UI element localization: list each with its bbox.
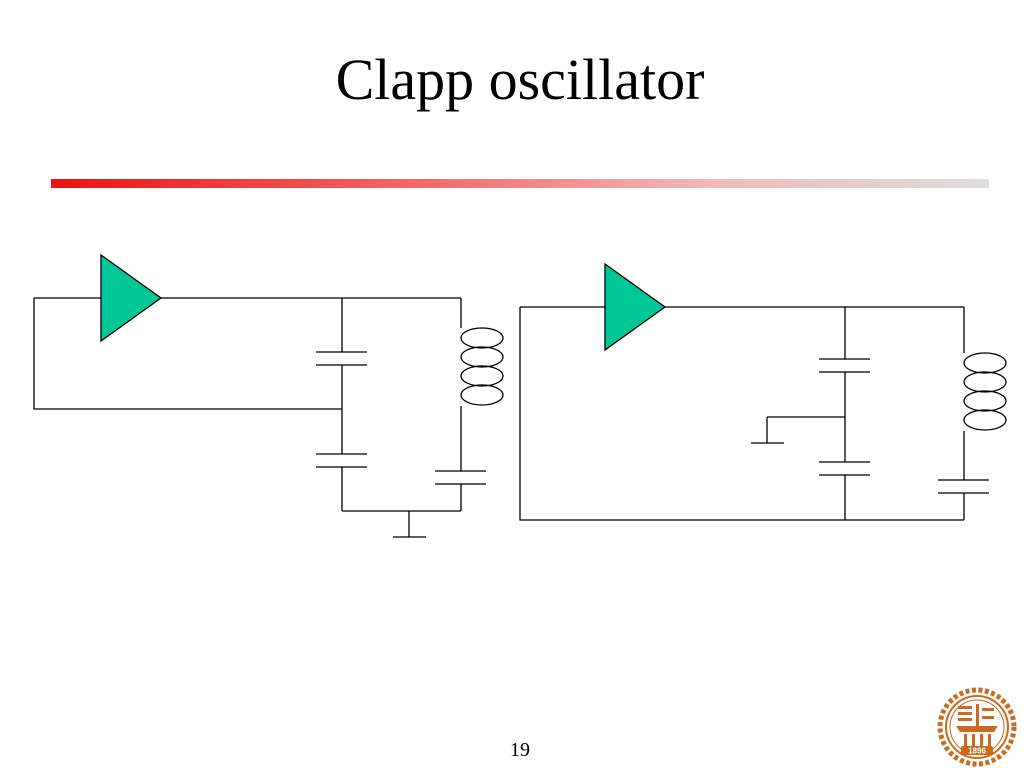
- right-feedback-wire: [519, 306, 964, 521]
- right-amplifier: [604, 262, 667, 352]
- right-capacitor-bottom: [819, 461, 870, 476]
- right-capacitor-top: [819, 358, 870, 373]
- left-feedback-wire: [33, 297, 342, 410]
- title-divider: [51, 179, 989, 188]
- page-number: 19: [510, 739, 530, 761]
- left-amplifier: [100, 253, 163, 343]
- right-ground: [751, 416, 845, 444]
- left-capacitor-bottom: [316, 453, 367, 468]
- left-ground: [393, 511, 426, 538]
- circuit-left: [33, 297, 504, 538]
- left-inductor: [460, 327, 504, 406]
- right-inductor: [963, 352, 1007, 431]
- circuit-right: [519, 306, 1007, 521]
- university-seal-icon: 1896: [937, 687, 1017, 767]
- slide-title: Clapp oscillator: [335, 47, 705, 112]
- right-capacitor-series: [938, 479, 989, 494]
- left-capacitor-series: [435, 470, 486, 485]
- left-capacitor-top: [316, 351, 367, 366]
- svg-text:1896: 1896: [968, 747, 986, 756]
